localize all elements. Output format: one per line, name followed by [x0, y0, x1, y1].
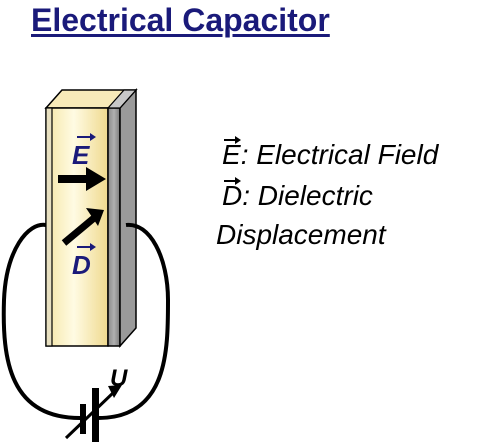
e-field-arrow [58, 167, 106, 191]
legend-d-text: : Dielectric [242, 180, 373, 211]
page-title: Electrical Capacitor [31, 2, 330, 38]
voltage-source-icon [64, 385, 122, 442]
capacitor-block [44, 88, 138, 348]
circuit-wire [1, 222, 171, 420]
dielectric-front-face [45, 107, 109, 347]
legend-e-text: : Electrical Field [240, 139, 439, 170]
d-vector-label: D [72, 250, 91, 280]
legend-d-text-line2: Displacement [216, 219, 386, 250]
legend-e-symbol: E [222, 136, 241, 170]
legend-e-row: E: Electrical Field [222, 136, 439, 172]
d-displacement-arrow [61, 208, 104, 246]
plate-top-face [106, 89, 138, 109]
e-vector-overarrow [77, 133, 96, 141]
left-plate [45, 107, 53, 347]
e-vector-label: E [72, 140, 90, 170]
legend-d-symbol: D [222, 177, 243, 211]
d-vector-overarrow [77, 243, 96, 251]
voltage-label: U [110, 365, 128, 392]
legend-d-row: D: Dielectric [222, 177, 373, 213]
block-side-face [119, 88, 137, 348]
right-plate-front [107, 107, 121, 347]
